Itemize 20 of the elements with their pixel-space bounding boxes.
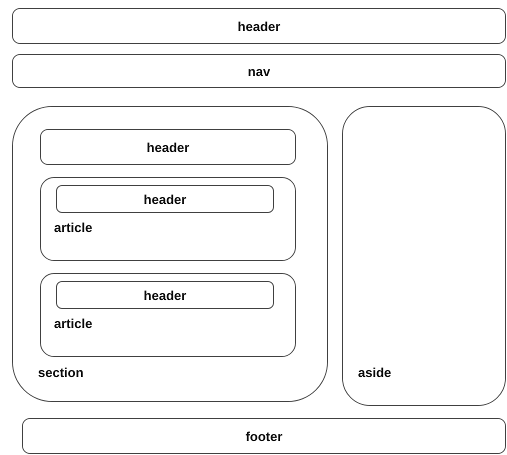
section-box bbox=[12, 106, 328, 402]
box-label: header bbox=[236, 18, 282, 34]
box-label: article bbox=[54, 316, 92, 331]
nav-box bbox=[12, 54, 506, 88]
box-label: article bbox=[54, 220, 92, 235]
box-label: header bbox=[142, 192, 188, 206]
aside-box bbox=[342, 106, 506, 406]
box-label: nav bbox=[246, 64, 272, 78]
box-label: aside bbox=[358, 365, 392, 380]
box-label: section bbox=[38, 365, 84, 380]
header-box bbox=[12, 8, 506, 44]
article-box bbox=[40, 177, 296, 261]
footer-box bbox=[22, 418, 506, 454]
box-label: footer bbox=[244, 428, 284, 444]
header-box bbox=[40, 129, 296, 165]
box-label: header bbox=[146, 140, 190, 154]
header-box bbox=[56, 185, 274, 213]
article-box bbox=[40, 273, 296, 357]
box-label: header bbox=[142, 288, 188, 302]
header-box bbox=[56, 281, 274, 309]
